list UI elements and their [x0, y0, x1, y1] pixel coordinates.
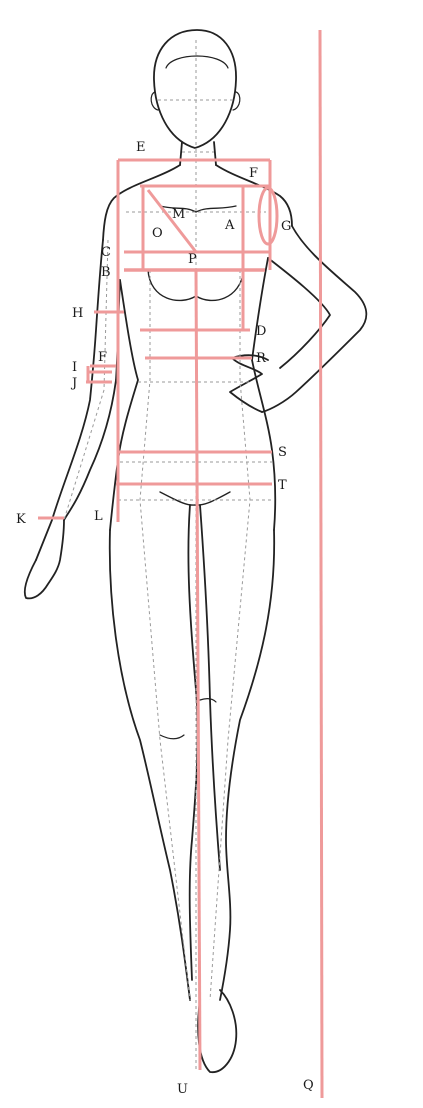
torso-right — [252, 258, 275, 530]
label-r: R — [256, 351, 267, 366]
measure-line-u — [196, 270, 200, 1070]
label-o: O — [152, 226, 163, 241]
label-a: A — [224, 218, 235, 233]
label-j: J — [70, 376, 77, 391]
label-i: I — [72, 360, 77, 375]
label-t: T — [278, 478, 287, 493]
crotch — [160, 492, 230, 505]
left-hand — [25, 520, 64, 598]
neck-right — [214, 142, 216, 165]
left-leg-outer — [110, 530, 190, 1000]
measurement-lines — [38, 30, 322, 1098]
label-l: L — [94, 509, 103, 524]
label-s: S — [278, 445, 287, 460]
foot — [198, 990, 236, 1072]
measure-line-q — [320, 30, 322, 1098]
label-h: H — [72, 306, 83, 321]
right-leg-inner — [200, 505, 220, 870]
label-m: M — [172, 207, 185, 222]
head-outline — [154, 30, 236, 148]
label-c: C — [101, 245, 111, 260]
guide-lines — [64, 40, 272, 1070]
neck-left — [180, 142, 182, 165]
label-g: G — [281, 219, 291, 234]
measurement-labels: E F M A G O C P B H D R F I J S T L K U … — [16, 140, 314, 1097]
label-k: K — [16, 512, 26, 527]
right-leg-outer — [220, 530, 274, 1000]
label-u: U — [177, 1082, 188, 1097]
label-e: E — [136, 140, 146, 155]
label-f-elbow: F — [98, 350, 107, 365]
label-b: B — [101, 265, 111, 280]
label-d: D — [256, 324, 266, 339]
right-arm-outer — [262, 226, 366, 412]
hairline — [166, 56, 228, 68]
label-p: P — [188, 252, 197, 267]
left-princess-guide — [140, 270, 190, 1000]
left-knee — [160, 735, 184, 739]
torso-left — [110, 280, 138, 530]
label-q: Q — [303, 1078, 314, 1093]
measure-ellipse-g — [259, 188, 277, 244]
label-f-shoulder: F — [249, 166, 258, 181]
right-knee — [200, 699, 216, 702]
